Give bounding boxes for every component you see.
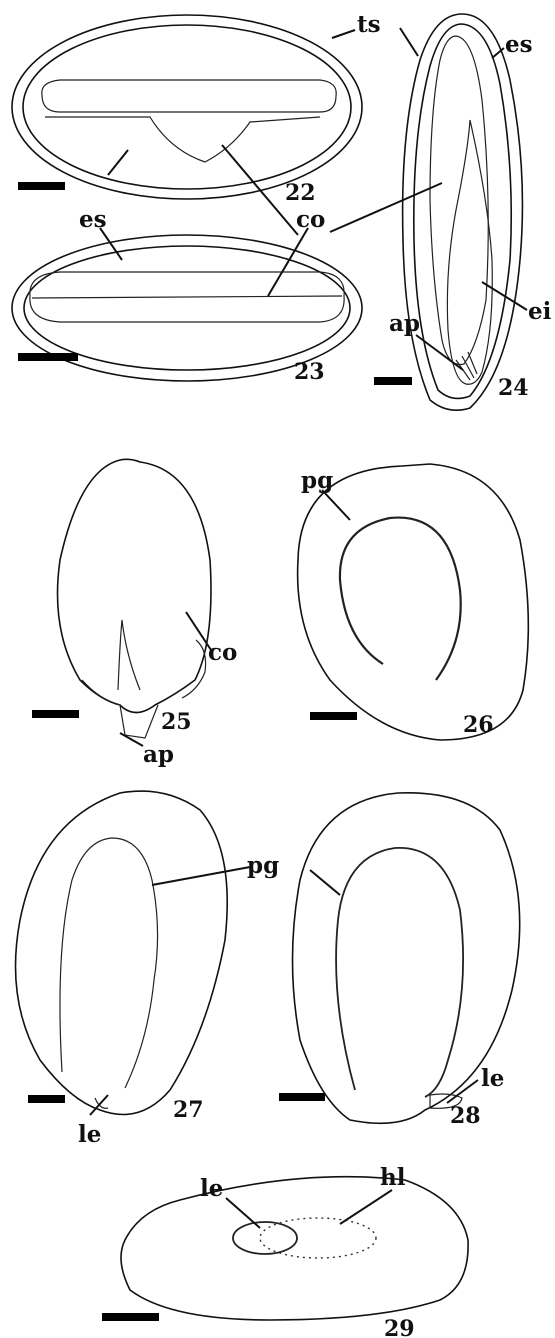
label-le-27: le [78, 1121, 101, 1148]
figure-number-23: 23 [294, 359, 325, 385]
label-ei: ei [528, 298, 552, 325]
figure-27 [16, 791, 251, 1115]
label-ap-24: ap [389, 310, 420, 337]
scale-bar-25 [32, 710, 79, 718]
label-pg-28: pg [247, 852, 279, 879]
label-pg-26: pg [301, 467, 333, 494]
figure-number-28: 28 [450, 1103, 481, 1129]
figure-number-26: 26 [463, 712, 494, 738]
figure-number-24: 24 [498, 375, 529, 401]
figure-number-25: 25 [161, 709, 192, 735]
figure-26 [298, 464, 529, 740]
label-es-right: es [505, 31, 533, 58]
figure-29 [121, 1177, 468, 1320]
scale-bar-29 [102, 1313, 159, 1321]
figure-25 [58, 459, 212, 746]
figure-number-29: 29 [384, 1316, 415, 1338]
scale-bar-22 [18, 182, 65, 190]
figure-number-27: 27 [173, 1097, 204, 1123]
label-co-25: co [208, 639, 237, 666]
label-ap-25: ap [143, 741, 174, 768]
label-le-28: le [481, 1065, 504, 1092]
scale-bar-27 [28, 1095, 65, 1103]
label-co: co [296, 206, 325, 233]
label-le-29: le [200, 1175, 223, 1202]
scale-bar-26 [310, 712, 357, 720]
scale-bar-24 [374, 377, 412, 385]
figure-24 [330, 14, 527, 410]
scale-bar-28 [279, 1093, 325, 1101]
label-hl: hl [380, 1164, 406, 1191]
scale-bar-23 [18, 353, 78, 361]
label-ts: ts [357, 11, 381, 38]
label-es-left: es [79, 206, 107, 233]
figure-number-22: 22 [285, 180, 316, 206]
